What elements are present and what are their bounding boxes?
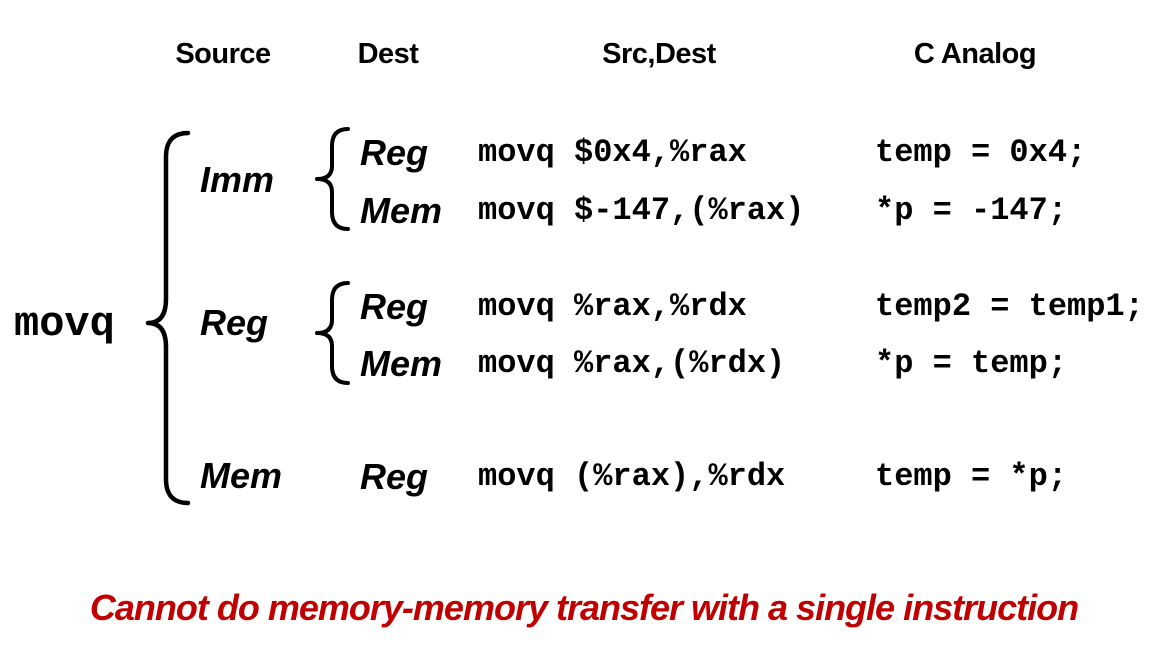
mnemonic-movq: movq bbox=[14, 300, 115, 348]
dest-label: Reg bbox=[360, 456, 429, 497]
source-label-mem: Mem bbox=[200, 455, 283, 496]
dest-label: Mem bbox=[360, 190, 443, 231]
c-analog-code: temp2 = temp1; bbox=[875, 288, 1144, 325]
asm-code: movq (%rax),%rdx bbox=[478, 458, 786, 495]
c-analog-code: *p = -147; bbox=[875, 192, 1068, 229]
dest-label: Mem bbox=[360, 343, 443, 384]
asm-code: movq %rax,(%rdx) bbox=[478, 345, 786, 382]
c-analog-code: temp = *p; bbox=[875, 458, 1068, 495]
header-src-dest: Src,Dest bbox=[602, 38, 716, 70]
c-analog-code: temp = 0x4; bbox=[875, 134, 1087, 171]
source-label-imm: Imm bbox=[200, 159, 275, 200]
asm-code: movq %rax,%rdx bbox=[478, 288, 747, 325]
asm-code: movq $-147,(%rax) bbox=[478, 192, 805, 229]
asm-code: movq $0x4,%rax bbox=[478, 134, 747, 171]
source-label-reg: Reg bbox=[200, 302, 269, 343]
c-analog-code: *p = temp; bbox=[875, 345, 1068, 382]
dest-label: Reg bbox=[360, 286, 429, 327]
dest-label: Reg bbox=[360, 132, 429, 173]
header-dest: Dest bbox=[357, 38, 419, 70]
reg-group-brace-icon bbox=[315, 281, 350, 385]
header-c-analog: C Analog bbox=[913, 38, 1037, 70]
header-source: Source bbox=[175, 38, 271, 70]
imm-group-brace-icon bbox=[315, 127, 350, 231]
big-brace-icon bbox=[145, 130, 191, 506]
footnote: Cannot do memory-memory transfer with a … bbox=[89, 587, 1079, 628]
